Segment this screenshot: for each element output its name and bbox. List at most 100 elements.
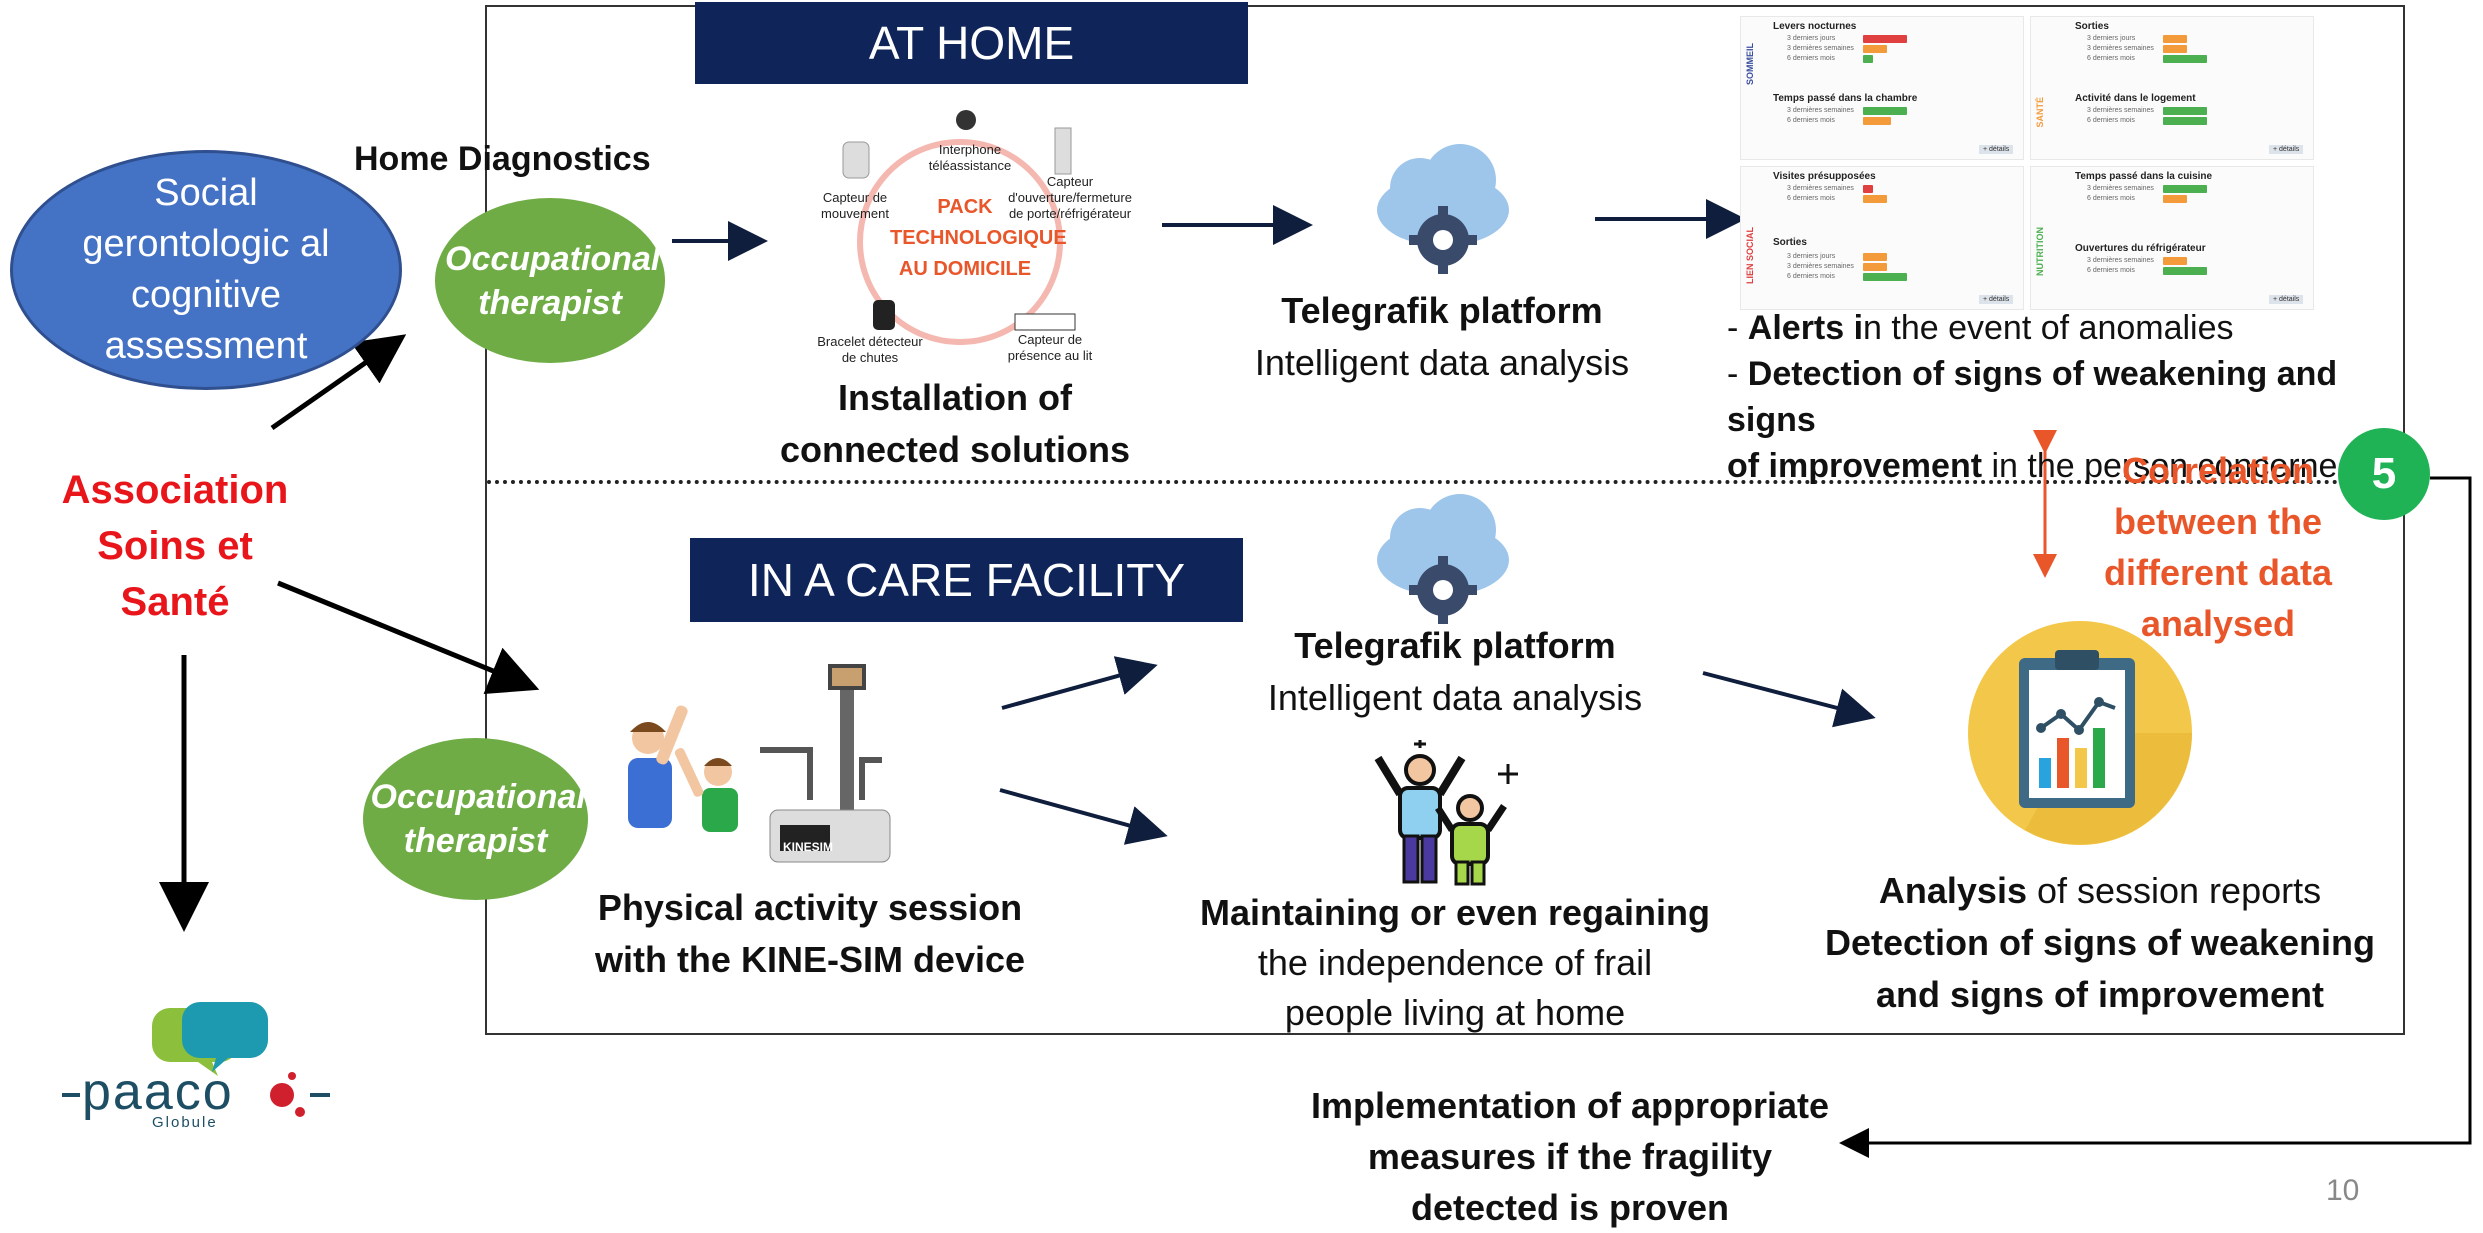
cloud-gear-icon bbox=[1377, 144, 1509, 274]
assessment-text: Social gerontologic al cognitive assessm… bbox=[82, 172, 330, 367]
device-label: KINESIM bbox=[783, 840, 834, 854]
bar bbox=[2163, 257, 2187, 265]
bar bbox=[1863, 117, 1891, 125]
bar bbox=[2163, 55, 2207, 63]
home-therapist-text: Occupational therapist bbox=[445, 239, 661, 322]
correlation-line2: between the bbox=[2113, 501, 2323, 542]
title-visites: Visites présupposées bbox=[1773, 171, 1876, 182]
bar bbox=[1863, 55, 1873, 63]
row-levers-6m: 6 derniers mois bbox=[1787, 55, 1835, 62]
details-button[interactable]: + détails bbox=[1979, 295, 2014, 304]
home-platform-title: Telegrafik platform bbox=[1281, 290, 1603, 331]
bar bbox=[2163, 185, 2207, 193]
row-sorties-6m: 6 derniers mois bbox=[2087, 55, 2135, 62]
alerts-rest: n the event of anomalies bbox=[1863, 309, 2234, 347]
arrow-association-to-facility bbox=[277, 580, 540, 695]
details-button[interactable]: + détails bbox=[2269, 295, 2304, 304]
cloud-gear-icon bbox=[1377, 494, 1509, 624]
celebrating-people-icon bbox=[1374, 740, 1518, 886]
title-sorties: Sorties bbox=[2075, 21, 2109, 32]
pack-title-line2: TECHNOLOGIQUE bbox=[890, 227, 1067, 249]
session-line1: Physical activity session bbox=[597, 887, 1023, 928]
implementation-line3: detected is proven bbox=[1410, 1187, 1730, 1228]
bar bbox=[1863, 263, 1887, 271]
row-chambre-6m: 6 derniers mois bbox=[1787, 117, 1835, 124]
bar bbox=[1863, 185, 1873, 193]
bar bbox=[2163, 45, 2187, 53]
paaco-bubbles-icon bbox=[62, 1002, 330, 1117]
row-levers-3s: 3 dernières semaines bbox=[1787, 45, 1854, 52]
highfive-people-icon bbox=[628, 705, 738, 832]
panel-side-lien-social: LIEN SOCIAL bbox=[1745, 227, 1755, 285]
details-button[interactable]: + détails bbox=[1979, 145, 2014, 154]
paaco-logo-sub: Globule bbox=[152, 1114, 218, 1131]
panel-side-sommeil: SOMMEIL bbox=[1745, 43, 1755, 85]
sensor-door: Capteur d'ouverture/fermeture de porte/r… bbox=[1008, 174, 1132, 221]
row-sorties2-3j: 3 derniers jours bbox=[1787, 253, 1836, 260]
panel-side-sante: SANTÉ bbox=[2035, 97, 2045, 128]
correlation-line1: Correlation bbox=[2121, 450, 2315, 491]
panel-nutrition: NUTRITION Temps passé dans la cuisine 3 … bbox=[2030, 166, 2314, 310]
section-divider bbox=[487, 480, 2403, 484]
home-platform-sub: Intelligent data analysis bbox=[1254, 342, 1630, 383]
panel-lien-social: LIEN SOCIAL Visites présupposées 3 derni… bbox=[1740, 166, 2024, 310]
pack-illustration: PACK TECHNOLOGIQUE AU DOMICILE Interphon… bbox=[815, 92, 1135, 372]
bar bbox=[2163, 267, 2207, 275]
pack-title-line3: AU DOMICILE bbox=[898, 258, 1032, 280]
arrow-session-to-maintain bbox=[999, 788, 1168, 845]
session-caption: Physical activity session with the KINE-… bbox=[575, 882, 1045, 986]
sensor-bed: Capteur de présence au lit bbox=[1007, 332, 1093, 363]
implementation-caption: Implementation of appropriate measures i… bbox=[1260, 1080, 1880, 1233]
alerts-block: - Alerts in the event of anomalies - Det… bbox=[1727, 309, 2357, 485]
main-frame bbox=[485, 5, 2405, 1035]
pack-ring-icon bbox=[842, 110, 1076, 345]
correlation-line3: different data bbox=[2103, 552, 2333, 593]
row-ouvertures-6m: 6 derniers mois bbox=[2087, 267, 2135, 274]
installation-caption: Installation of connected solutions bbox=[750, 372, 1160, 476]
session-line2: with the KINE-SIM device bbox=[594, 939, 1026, 980]
maintain-caption: Maintaining or even regaining the indepe… bbox=[1155, 888, 1755, 1038]
bar bbox=[1863, 45, 1887, 53]
paaco-logo: paaco Globule bbox=[60, 1000, 340, 1131]
home-therapist-ellipse: Occupational therapist bbox=[435, 198, 665, 363]
panel-sommeil: SOMMEIL Levers nocturnes 3 derniers jour… bbox=[1740, 16, 2024, 160]
row-activite-3s: 3 dernières semaines bbox=[2087, 107, 2154, 114]
sensor-bracelet: Bracelet détecteur de chutes bbox=[817, 334, 923, 365]
return-line bbox=[1839, 476, 2472, 1158]
panel-side-nutrition: NUTRITION bbox=[2035, 227, 2045, 276]
row-activite-6m: 6 derniers mois bbox=[2087, 117, 2135, 124]
title-levers: Levers nocturnes bbox=[1773, 21, 1857, 32]
facility-platform-sub: Intelligent data analysis bbox=[1267, 677, 1643, 718]
row-visites-3s: 3 dernières semaines bbox=[1787, 185, 1854, 192]
bar bbox=[1863, 107, 1907, 115]
maintain-line3: people living at home bbox=[1284, 992, 1626, 1033]
title-temps-cuisine: Temps passé dans la cuisine bbox=[2075, 171, 2213, 182]
bar bbox=[1863, 273, 1907, 281]
arrow-session-to-platform bbox=[1001, 656, 1158, 710]
row-ouvertures-3s: 3 dernières semaines bbox=[2087, 257, 2154, 264]
title-sorties2: Sorties bbox=[1773, 237, 1807, 248]
bar bbox=[2163, 117, 2207, 125]
arrow-platform-to-analysis bbox=[1702, 671, 1876, 728]
title-activite: Activité dans le logement bbox=[2075, 93, 2196, 104]
maintain-bold: Maintaining or even regaining bbox=[1199, 892, 1711, 933]
detection-rest: in the person concerned bbox=[1982, 447, 2357, 485]
sensor-interphone: Interphone téléassistance bbox=[928, 142, 1012, 173]
row-sorties-3j: 3 derniers jours bbox=[2087, 35, 2136, 42]
home-platform: Telegrafik platform Intelligent data ana… bbox=[1222, 285, 1662, 389]
paaco-logo-text: paaco bbox=[82, 1063, 234, 1121]
arrow-association-to-assessment bbox=[270, 334, 407, 431]
bar bbox=[1863, 195, 1887, 203]
title-temps-chambre: Temps passé dans la chambre bbox=[1773, 93, 1918, 104]
row-chambre-3s: 3 dernières semaines bbox=[1787, 107, 1854, 114]
facility-platform: Telegrafik platform Intelligent data ana… bbox=[1230, 620, 1680, 724]
detection-bold2: of improvement bbox=[1727, 447, 1983, 485]
row-visites-6m: 6 derniers mois bbox=[1787, 195, 1835, 202]
details-button[interactable]: + détails bbox=[2269, 145, 2304, 154]
maintain-line2: the independence of frail bbox=[1257, 942, 1653, 983]
facility-therapist-ellipse: Occupational therapist bbox=[363, 738, 588, 900]
association-label: Association Soins et Santé bbox=[61, 468, 289, 624]
home-diagnostics-label: Home Diagnostics bbox=[354, 140, 651, 178]
row-sorties2-3s: 3 dernières semaines bbox=[1787, 263, 1854, 270]
title-ouvertures: Ouvertures du réfrigérateur bbox=[2075, 243, 2206, 254]
